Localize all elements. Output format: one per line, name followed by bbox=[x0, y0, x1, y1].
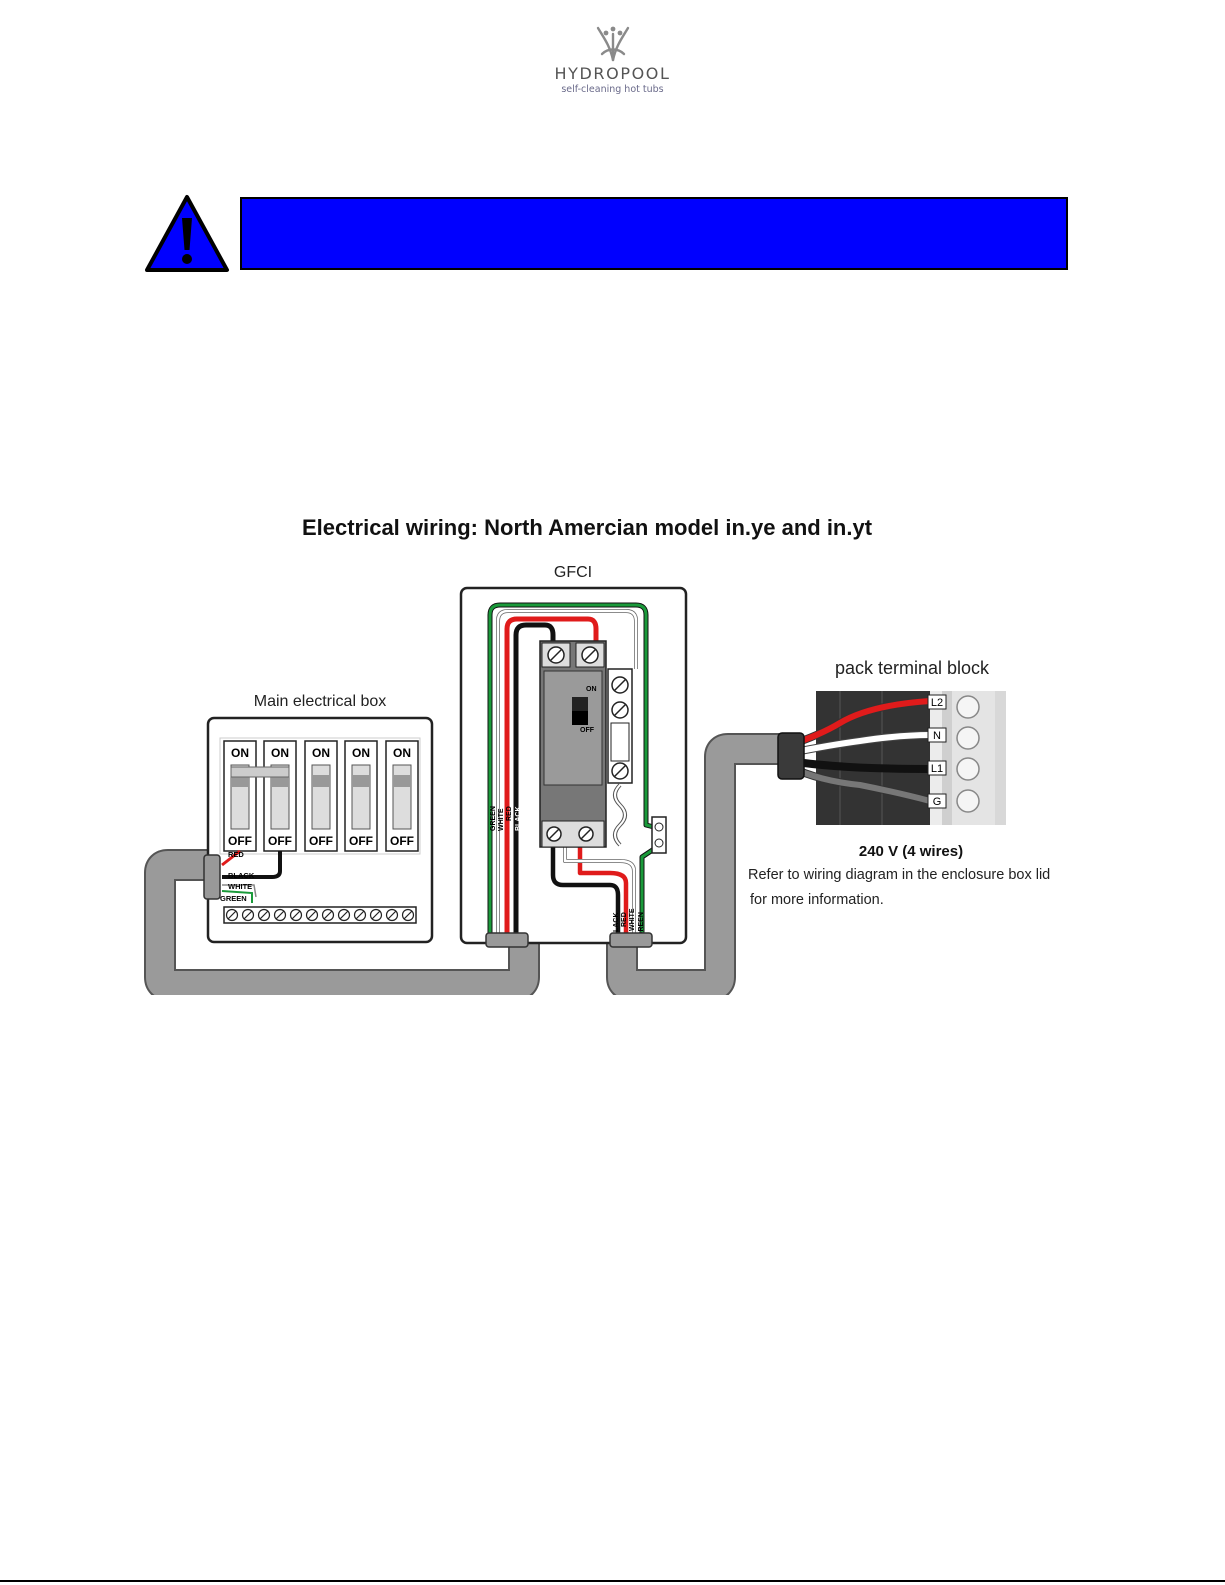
main-box-label: Main electrical box bbox=[254, 693, 387, 710]
breaker-4-on: ON bbox=[352, 746, 370, 760]
wiring-diagram: Electrical wiring: North Amercian model … bbox=[144, 515, 1050, 995]
warning-banner bbox=[240, 197, 1068, 270]
gfci-label: GFCI bbox=[554, 564, 592, 581]
footer-rule bbox=[0, 1580, 1225, 1582]
warning-icon bbox=[145, 195, 229, 272]
breaker-1-on: ON bbox=[231, 746, 249, 760]
gfci-out-red: RED bbox=[621, 912, 628, 927]
breaker-4-off: OFF bbox=[349, 834, 373, 848]
breaker-5-off: OFF bbox=[390, 834, 414, 848]
terminal-g: G bbox=[933, 796, 942, 808]
hydropool-logo: HYDROPOOL self-cleaning hot tubs bbox=[520, 24, 705, 104]
gfci-ground-lug bbox=[651, 816, 667, 854]
main-wire-red: RED bbox=[228, 850, 244, 859]
breaker-1-off: OFF bbox=[228, 834, 252, 848]
logo-tagline: self-cleaning hot tubs bbox=[561, 84, 664, 95]
terminal-l2: L2 bbox=[931, 697, 943, 709]
conduit-right bbox=[606, 733, 788, 995]
voltage-label: 240 V (4 wires) bbox=[859, 843, 963, 860]
gfci-switch-on: ON bbox=[586, 686, 597, 693]
terminal-conduit-fitting bbox=[777, 732, 805, 780]
breaker-3-off: OFF bbox=[309, 834, 333, 848]
gfci-in-white: WHITE bbox=[498, 808, 505, 831]
gfci-connector-left bbox=[485, 932, 529, 948]
breaker-3-on: ON bbox=[312, 746, 330, 760]
gfci-switch-off: OFF bbox=[580, 727, 595, 734]
breaker-row: ON ON ON ON ON OFF OFF OFF OFF OFF bbox=[223, 740, 419, 852]
logo-brand: HYDROPOOL bbox=[554, 64, 671, 83]
breaker-5-on: ON bbox=[393, 746, 411, 760]
note-line-1: Refer to wiring diagram in the enclosure… bbox=[748, 867, 1050, 883]
terminal-l1: L1 bbox=[931, 763, 943, 775]
main-wire-white: WHITE bbox=[228, 882, 252, 891]
gfci-in-black: BLACK bbox=[515, 807, 522, 832]
terminal-block-label: pack terminal block bbox=[835, 658, 990, 678]
gfci-connector-right bbox=[609, 932, 653, 948]
main-box-connector bbox=[203, 854, 221, 900]
diagram-title: Electrical wiring: North Amercian model … bbox=[302, 515, 873, 540]
gfci-out-green: GREEN bbox=[638, 912, 645, 937]
breaker-2-off: OFF bbox=[268, 834, 292, 848]
terminal-n: N bbox=[933, 730, 941, 742]
conduit-left bbox=[144, 849, 540, 995]
hydropool-logo-icon bbox=[596, 26, 629, 62]
main-wire-black: BLACK bbox=[228, 871, 255, 880]
gfci-out-black: BLACK bbox=[613, 913, 620, 938]
gfci-in-green: GREEN bbox=[490, 806, 497, 831]
main-box-terminal-bus bbox=[223, 906, 417, 924]
note-line-2: for more information. bbox=[750, 892, 884, 908]
gfci-out-white: WHITE bbox=[629, 908, 636, 931]
breaker-2-on: ON bbox=[271, 746, 289, 760]
main-wire-green: GREEN bbox=[220, 894, 247, 903]
gfci-in-red: RED bbox=[506, 806, 513, 821]
pack-terminal-block bbox=[816, 691, 1006, 825]
